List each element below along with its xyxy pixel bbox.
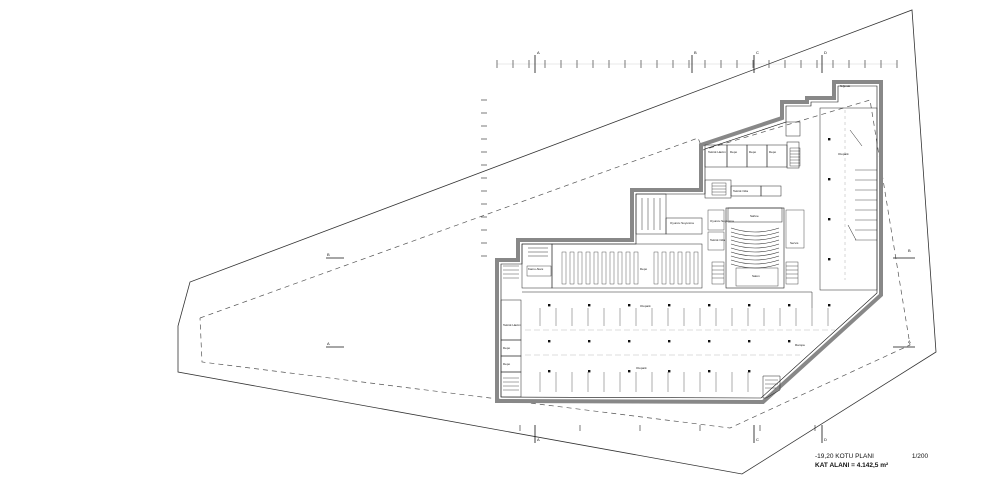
section-mark-d-bottom: D [821, 425, 827, 443]
structural-columns [548, 138, 831, 373]
building-outer-wall [495, 80, 883, 405]
north-rooms [704, 121, 801, 199]
room-label-west-3: Depo [503, 362, 511, 366]
east-parking-bay [819, 107, 878, 291]
north-storage-shelves [528, 198, 661, 257]
room-label-lounge-left: Oyuncu Soyunma [670, 221, 694, 225]
section-mark-c-top: C [753, 50, 759, 73]
section-mark-a-left: A [326, 341, 344, 348]
section-mark-d-top: D [821, 50, 827, 73]
parking-lane-lines [525, 329, 835, 356]
section-mark-a-top: A [534, 50, 540, 73]
section-mark-b-top: B [691, 50, 697, 73]
stairs-theatre-right [785, 261, 799, 285]
room-label-stage: Sahne [750, 214, 759, 218]
room-label-store-left: Kamu Alanı [528, 267, 544, 271]
floor-area: KAT ALANI = 4.142,5 m² [815, 462, 889, 469]
plan-caption: -19,20 KOTU PLANI 1/200 KAT ALANI = 4.142… [815, 452, 928, 470]
section-label-d: D [824, 50, 827, 55]
room-label-west-1: Teknik Hacim [503, 323, 521, 327]
west-rooms [500, 299, 522, 398]
room-label-east-4: Depo [769, 150, 777, 154]
section-mark-b-left: B [326, 252, 344, 259]
room-labels: Sığınak Otopark Teknik Hacim Depo Depo D… [503, 84, 851, 370]
section-mark-c-bottom: C [753, 425, 759, 443]
stage [727, 207, 783, 223]
room-label-service: Servis [790, 241, 799, 245]
plan-title: -19,20 KOTU PLANI [815, 453, 874, 460]
room-label-parking-south: Otopark [636, 366, 647, 370]
section-label-b: B [694, 50, 697, 55]
east-parking-stalls [855, 169, 877, 241]
section-label-c-bottom: C [756, 437, 759, 442]
section-label-a: A [537, 50, 540, 55]
stairs-theatre-left [711, 261, 725, 285]
section-mark-a-right: A [893, 339, 915, 348]
section-mark-a-bottom: A [534, 425, 540, 443]
plan-scale: 1/200 [911, 453, 929, 460]
room-label-east-3: Depo [749, 150, 757, 154]
section-mark-b-right: B [893, 248, 915, 259]
theatre-seating [730, 227, 780, 269]
room-label-ramp: Rampa [795, 343, 805, 347]
archive-shelves [561, 251, 699, 285]
stairs-north [789, 147, 801, 167]
stairs-northwest [503, 265, 519, 279]
north-storage-rooms [521, 193, 703, 289]
site-boundary [177, 9, 937, 475]
room-label-west-2: Depo [503, 346, 511, 350]
section-label-a-right: A [908, 339, 911, 344]
stairs-southwest [503, 377, 519, 391]
room-label-theatre: Salon [752, 274, 760, 278]
parking-stall-row-top [539, 308, 829, 326]
room-label-control-2: Teknik Oda [733, 189, 748, 193]
parking-stall-row-bottom [539, 372, 749, 392]
section-label-c: C [756, 50, 759, 55]
room-label-east-1: Teknik Hacim [708, 150, 726, 154]
room-label-control-1: Teknik Oda [710, 238, 725, 242]
bottom-grid-ticks [519, 425, 816, 431]
room-label-east-2: Depo [730, 150, 738, 154]
southeast-stair-room [762, 375, 781, 399]
section-label-a-left: A [327, 341, 330, 346]
section-label-a-bottom: A [537, 437, 540, 442]
room-label-parking-north: Otopark [640, 304, 651, 308]
section-label-b-right: B [908, 248, 911, 253]
stairs-west [711, 182, 727, 196]
room-label-lounge-right: Oyuncu Soyunma [710, 219, 734, 223]
room-label-parking-east: Otopark [838, 152, 849, 156]
section-label-b-left: B [327, 252, 330, 257]
left-grid-ticks [481, 99, 487, 257]
top-grid-ticks [496, 60, 898, 68]
section-label-d-bottom: D [824, 437, 827, 442]
property-line [199, 99, 911, 429]
theatre-foyer [735, 267, 779, 287]
room-label-north-tip: Sığınak [840, 84, 851, 88]
room-label-archive: Depo [640, 267, 648, 271]
